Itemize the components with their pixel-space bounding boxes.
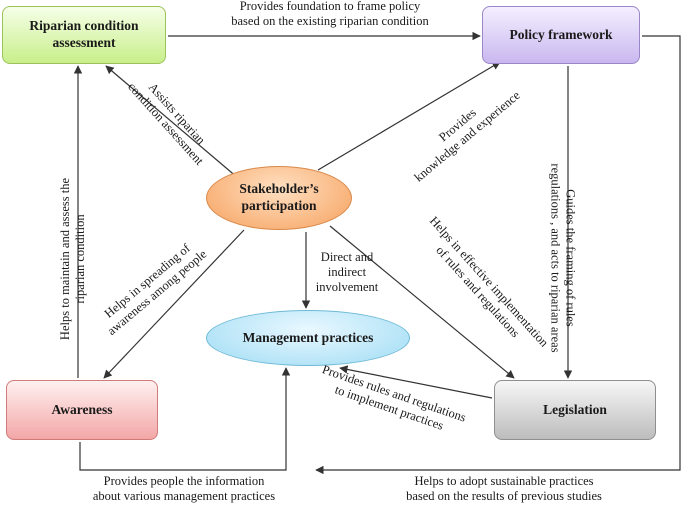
arrow-policy-loop xyxy=(315,35,681,475)
node-management-practices: Management practices xyxy=(206,310,410,366)
node-riparian-assessment: Riparian condition assessment xyxy=(2,6,166,64)
node-policy-framework: Policy framework xyxy=(482,6,640,64)
arrow-stakeholder-to-awareness xyxy=(103,229,245,379)
node-stakeholder-participation: Stakeholder’s participation xyxy=(206,166,352,230)
arrow-stakeholder-to-riparian xyxy=(105,65,239,179)
node-awareness: Awareness xyxy=(6,380,158,440)
arrow-stakeholder-to-legislation xyxy=(329,225,515,379)
node-legislation: Legislation xyxy=(494,380,656,440)
arrow-legislation-to-management xyxy=(339,365,493,399)
arrow-awareness-to-management xyxy=(79,367,291,471)
arrow-stakeholder-to-policy xyxy=(317,61,501,171)
